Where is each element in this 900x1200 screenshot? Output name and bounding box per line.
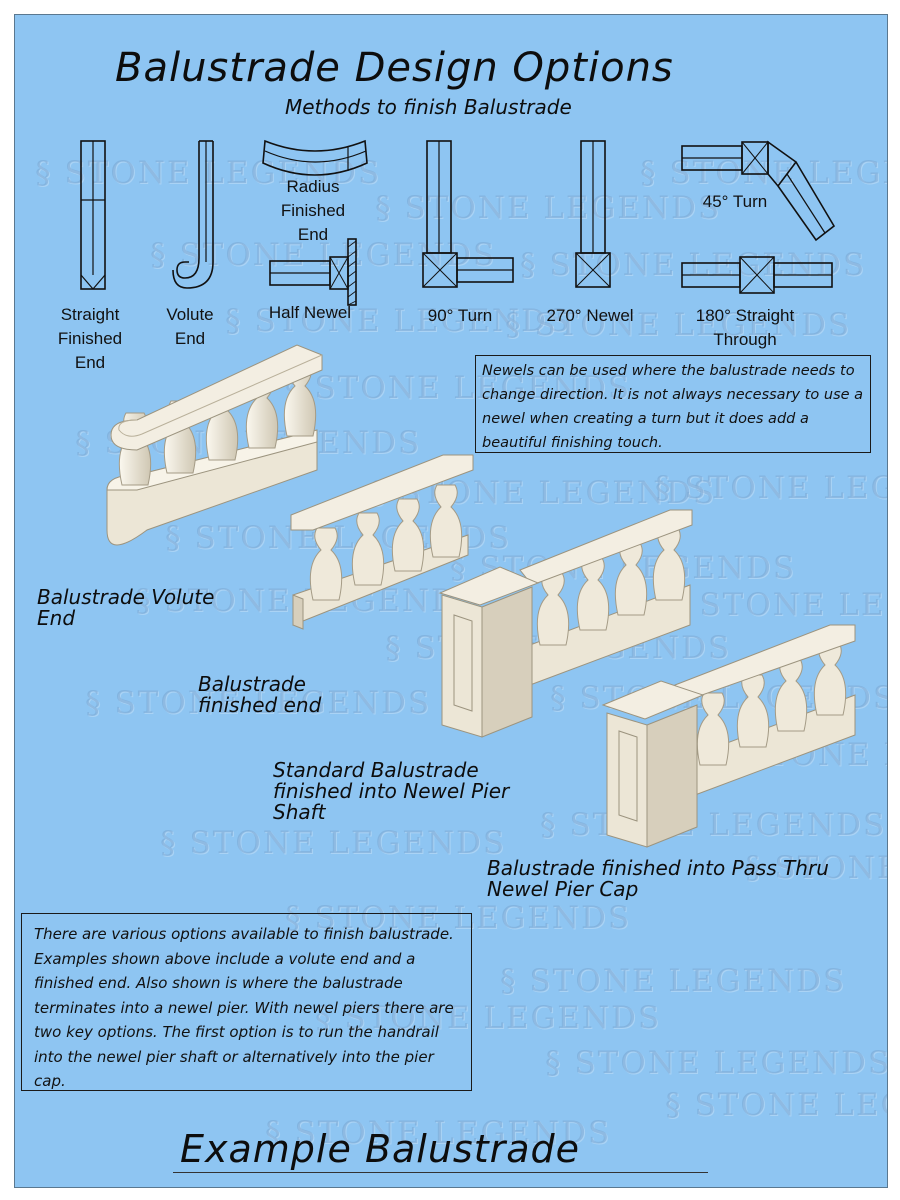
label-straight-end: Straight Finished End — [57, 305, 123, 372]
straight-180-diagram — [681, 256, 833, 294]
watermark: § STONE LEGENDS — [225, 303, 572, 339]
watermark: § STONE LEGENDS — [655, 470, 887, 506]
page-title: Balustrade Design Options — [115, 45, 674, 91]
footer-rule — [173, 1172, 708, 1173]
half-newel-diagram — [269, 238, 357, 306]
design-sheet: § STONE LEGENDS § STONE LEGENDS § STONE … — [14, 14, 888, 1188]
straight-end-diagram — [80, 140, 106, 290]
pier-shaft-rendering — [438, 509, 693, 738]
label-turn-45: 45° Turn — [702, 192, 768, 211]
page-subtitle: Methods to finish Balustrade — [285, 95, 572, 119]
volute-end-diagram — [172, 140, 214, 289]
watermark: § STONE LEGENDS — [545, 1045, 888, 1081]
label-half-newel: Half Newel — [268, 303, 352, 322]
watermark: § STONE LEGENDS — [500, 963, 847, 999]
caption-volute-end: Balustrade Volute End — [37, 585, 215, 630]
label-volute-end: Volute End — [166, 305, 214, 348]
caption-pier-shaft: Standard Balustrade finished into Newel … — [273, 758, 510, 824]
watermark: § STONE LEGENDS — [265, 1115, 612, 1151]
label-newel-270: 270° Newel — [546, 306, 634, 325]
label-turn-90: 90° Turn — [427, 306, 493, 325]
radius-end-diagram — [262, 139, 368, 176]
finished-end-rendering — [290, 454, 474, 630]
watermark: § STONE LEGENDS — [745, 850, 887, 886]
newel-note: Newels can be used where the balustrade … — [475, 355, 871, 453]
label-radius-end: Radius Finished End — [280, 177, 346, 244]
newel-270-diagram — [575, 140, 611, 288]
watermark: § STONE LEGENDS — [375, 190, 722, 226]
watermark: § STONE LEGENDS — [85, 685, 432, 721]
footer-title: Example Balustrade — [180, 1127, 581, 1171]
volute-end-rendering — [106, 344, 323, 546]
label-straight-180: 180° Straight Through — [695, 306, 795, 349]
options-note: There are various options available to f… — [21, 913, 472, 1091]
caption-pier-cap: Balustrade finished into Pass Thru Newel… — [487, 856, 829, 901]
watermark: § STONE LEGENDS — [505, 307, 852, 343]
turn-90-diagram — [422, 140, 514, 288]
caption-finished-end: Balustrade finished end — [198, 672, 322, 717]
watermark: § STONE LEGENDS — [665, 1087, 887, 1123]
watermark: § STONE LEGENDS — [315, 1000, 662, 1036]
pier-cap-rendering — [601, 624, 856, 848]
watermark: § STONE LEGENDS — [150, 237, 497, 273]
turn-45-diagram — [681, 140, 836, 242]
watermark: § STONE LEGENDS — [160, 825, 507, 861]
